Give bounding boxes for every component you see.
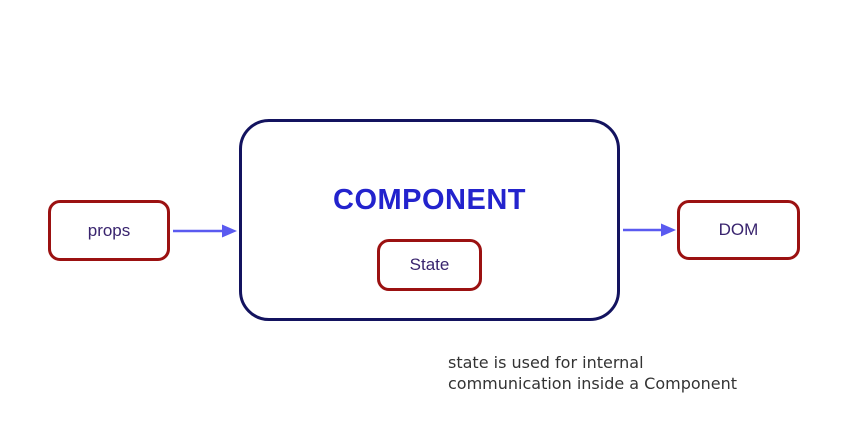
dom-node-label: DOM <box>718 220 759 239</box>
props-node: props <box>48 200 170 261</box>
state-node-label: State <box>409 255 450 274</box>
arrow-component-to-dom <box>623 223 676 237</box>
caption-line-2: communication inside a Component <box>448 374 738 393</box>
component-node: COMPONENT State <box>239 119 620 321</box>
caption-line-1: state is used for internal <box>448 353 644 372</box>
caption: state is used for internal communication… <box>448 352 737 394</box>
state-node: State <box>377 239 482 291</box>
props-node-label: props <box>87 220 131 240</box>
arrow-props-to-component <box>173 224 237 238</box>
dom-node: DOM <box>677 200 800 260</box>
component-node-title: COMPONENT <box>333 184 526 216</box>
